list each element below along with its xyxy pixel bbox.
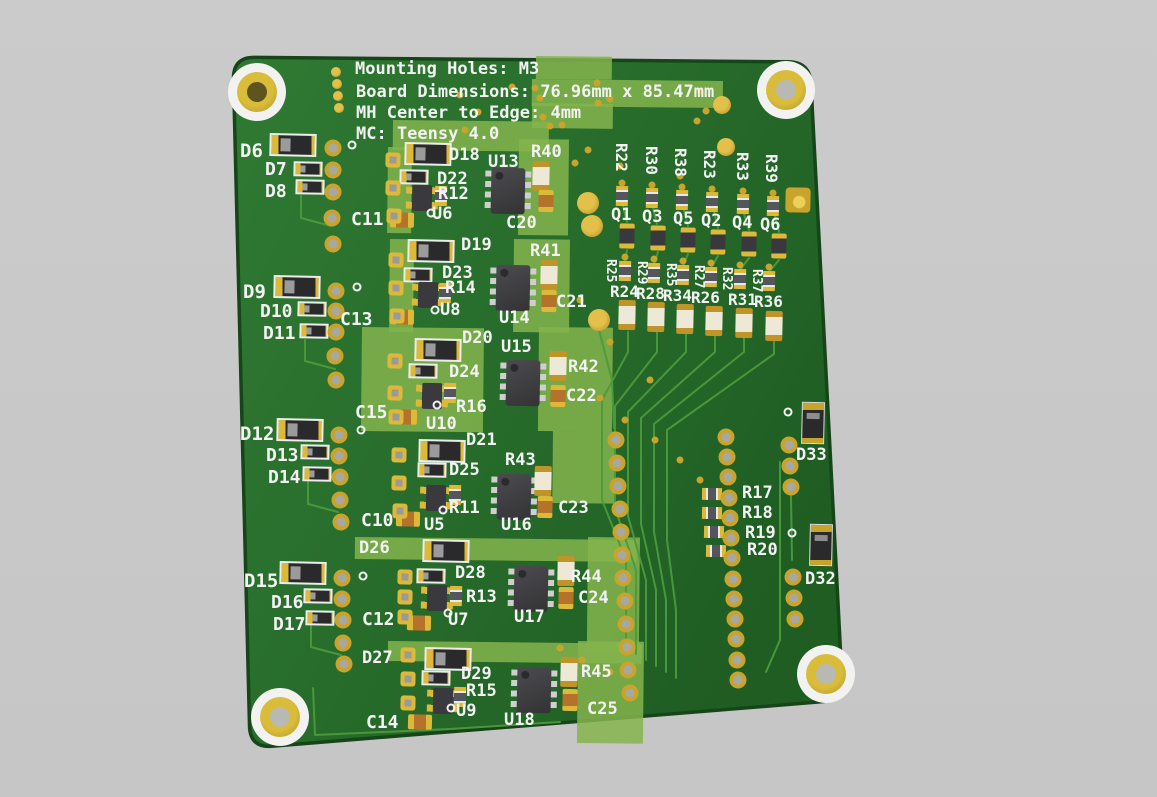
copper-trace — [622, 205, 628, 223]
copper-trace — [300, 195, 332, 227]
copper-trace — [790, 494, 793, 561]
note-mh-center-to-edge: MH Center to Edge: 4mm — [356, 103, 582, 123]
note-board-dimensions: Board Dimensions: 76.96mm x 85.47mm — [356, 82, 715, 102]
copper-zone — [513, 239, 570, 333]
copper-zone — [517, 139, 569, 236]
copper-trace — [307, 481, 339, 513]
copper-trace — [653, 331, 745, 673]
copper-zone — [586, 537, 640, 652]
copper-trace — [640, 331, 716, 667]
copper-trace — [683, 209, 689, 227]
copper-zone — [531, 79, 723, 108]
copper-trace — [304, 339, 336, 370]
copper-zone — [360, 327, 484, 433]
copper-zone — [552, 431, 615, 504]
note-microcontroller: MC: Teensy 4.0 — [356, 124, 500, 144]
copper-trace — [310, 624, 342, 656]
copper-trace — [598, 329, 615, 429]
copper-trace — [652, 207, 658, 225]
copper-zone — [387, 147, 412, 234]
note-mounting-holes: Mounting Holes: M3 — [355, 59, 540, 79]
copper-zone — [389, 239, 414, 333]
copper-trace — [312, 687, 561, 736]
copper-zone — [535, 55, 612, 80]
copper-trace — [713, 211, 719, 229]
copper-trace — [743, 213, 750, 231]
copper-trace — [765, 461, 781, 673]
copper-trace — [774, 215, 780, 233]
copper-trace — [666, 333, 775, 679]
copper-zone — [531, 103, 613, 129]
copper-zone — [576, 640, 644, 744]
copper-trace — [627, 331, 687, 661]
